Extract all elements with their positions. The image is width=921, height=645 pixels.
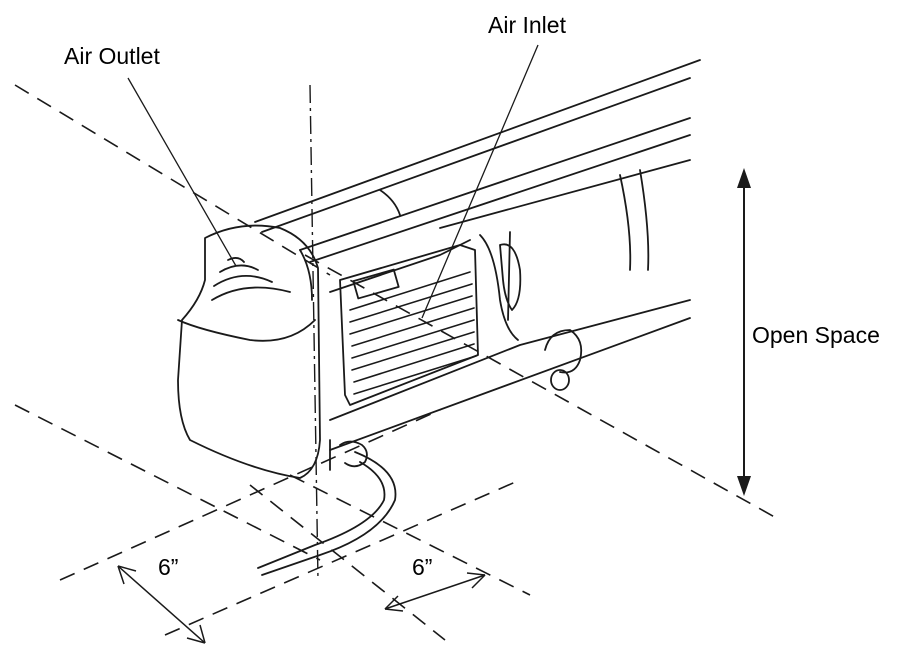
air-outlet-label: Air Outlet: [64, 43, 160, 69]
floor-line-left: [59, 409, 441, 581]
handle: [499, 243, 522, 311]
dryer-unit: [177, 59, 701, 479]
wall-line-upper: [14, 84, 331, 276]
outlet-arc-4: [211, 286, 291, 301]
door-edge: [619, 174, 632, 271]
floor-line-front-lower: [249, 484, 446, 641]
end-cap: [177, 224, 321, 479]
inlet-frame: [339, 244, 479, 406]
cord-line-a: [261, 451, 397, 576]
air-inlet-label: Air Inlet: [488, 12, 567, 38]
panel-top: [439, 159, 691, 229]
body-base: [329, 317, 691, 451]
clearance-right-arrow-a: [384, 595, 404, 612]
clearance-right-arrow-b: [466, 572, 486, 589]
reference-lines: [14, 84, 781, 641]
vertical-center-line: [309, 84, 319, 581]
wall-line-lower: [14, 404, 321, 561]
outlet-arc-2: [219, 264, 259, 273]
clearance-right-dimension: [384, 574, 486, 610]
clearance-left-arrow-a: [117, 565, 137, 585]
housing-groove-2: [309, 134, 691, 263]
clearance-right-label: 6”: [412, 554, 432, 580]
end-cap-edge: [299, 249, 313, 301]
open-space-arrow-bottom: [737, 476, 751, 496]
cord-line-b: [257, 461, 386, 569]
clearance-left-dimension: [117, 565, 206, 644]
outlet-arc-3: [213, 275, 273, 287]
housing-seam: [379, 189, 401, 216]
housing-groove: [299, 117, 691, 251]
end-cap-seam: [177, 319, 316, 342]
air-inlet-leader: [421, 44, 539, 319]
inlet-louvers: [349, 271, 477, 395]
housing-top-edge-2: [261, 77, 691, 233]
body-bottom-edge: [329, 299, 691, 421]
cord-plug: [550, 369, 570, 391]
open-space-label: Open Space: [752, 322, 880, 348]
door-edge-2: [639, 169, 650, 271]
cord-grommet: [339, 440, 368, 468]
floor-line-front: [289, 474, 531, 596]
handle-arm: [479, 234, 519, 341]
cord-reel: [544, 329, 583, 374]
clearance-dimensions: [117, 565, 486, 644]
outlet-arc-1: [227, 257, 245, 263]
leaders: [127, 44, 539, 319]
clearance-left-label: 6”: [158, 554, 178, 580]
power-cord: [257, 329, 583, 576]
clearance-left-arrow-b: [186, 624, 206, 644]
open-space-arrow-top: [737, 168, 751, 188]
housing-top-edge: [254, 59, 701, 223]
inlet-plate: [352, 268, 400, 300]
floor-line-right: [164, 479, 521, 636]
air-outlet-leader: [127, 77, 237, 267]
